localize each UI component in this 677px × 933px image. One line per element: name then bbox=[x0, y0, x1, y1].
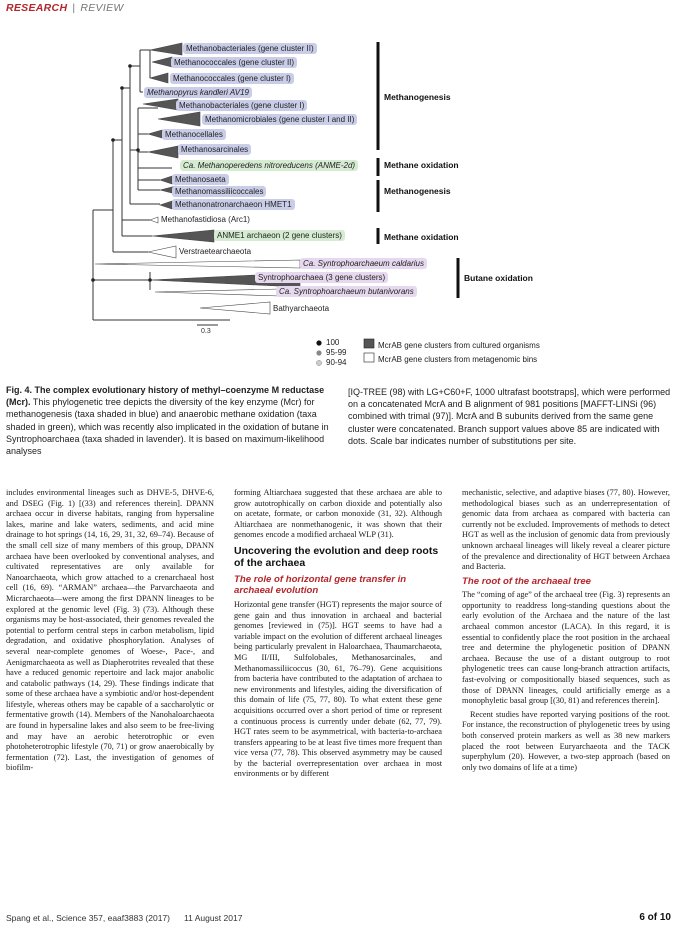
pathway-group-label: Butane oxidation bbox=[464, 273, 533, 283]
subsection-label: REVIEW bbox=[80, 2, 124, 14]
citation: Spang et al., Science 357, eaaf3883 (201… bbox=[6, 913, 170, 923]
taxon-label: Methanomicrobiales (gene cluster I and I… bbox=[202, 114, 358, 125]
taxon-label: Methanococcales (gene cluster II) bbox=[171, 57, 298, 68]
legend-cultured: McrAB gene clusters from cultured organi… bbox=[378, 341, 540, 350]
taxon-label: Ca. Syntrophoarchaeum butanivorans bbox=[276, 286, 417, 297]
figure-4: Methanobacteriales (gene cluster II) Meth… bbox=[0, 0, 677, 380]
column-3: mechanistic, selective, and adaptive bia… bbox=[462, 488, 670, 776]
clade-triangle bbox=[146, 129, 163, 139]
scale-label: 0.3 bbox=[201, 328, 211, 335]
taxon-label: Methanosaeta bbox=[172, 174, 229, 185]
clade-triangle bbox=[159, 175, 173, 185]
pathway-group-label: Methane oxidation bbox=[384, 232, 459, 242]
bootstrap-dot bbox=[128, 64, 132, 68]
clade-triangle bbox=[151, 229, 215, 243]
bootstrap-dot bbox=[120, 86, 124, 90]
taxon-label: Ca. Methanoperedens nitroreducens (ANME-… bbox=[180, 160, 359, 171]
clade-triangle bbox=[149, 42, 183, 56]
clade-triangle bbox=[148, 72, 169, 84]
paragraph: Horizontal gene transfer (HGT) represent… bbox=[234, 599, 442, 779]
bootstrap-legend-90: 90-94 bbox=[326, 358, 347, 367]
paragraph: The “coming of age” of the archaeal tree… bbox=[462, 590, 670, 706]
caption-right-text: [IQ-TREE (98) with LG+C60+F, 1000 ultraf… bbox=[348, 387, 671, 446]
column-2: forming Altiarchaea suggested that these… bbox=[234, 488, 442, 783]
section-label: RESEARCH bbox=[6, 2, 68, 14]
clade-triangle bbox=[157, 111, 201, 127]
caption-title: Fig. 4. The complex evolutionary history… bbox=[6, 385, 325, 408]
issue-date: 11 August 2017 bbox=[183, 913, 243, 923]
clade-triangle bbox=[149, 216, 159, 224]
taxon-label: Methanofastidiosa (Arc1) bbox=[161, 215, 250, 224]
bootstrap-90-dot bbox=[316, 360, 322, 366]
taxon-label: Methanobacteriales (gene cluster I) bbox=[176, 100, 308, 111]
taxon-label: ANME1 archaeon (2 gene clusters) bbox=[214, 230, 345, 241]
page-number: 6 of 10 bbox=[639, 912, 671, 923]
clade-triangle bbox=[147, 145, 179, 159]
page-footer: Spang et al., Science 357, eaaf3883 (201… bbox=[6, 912, 671, 923]
clade-triangle bbox=[151, 56, 173, 68]
running-header: RESEARCH | REVIEW bbox=[6, 2, 124, 14]
clade-triangle bbox=[199, 301, 271, 315]
pathway-group-label: Methanogenesis bbox=[384, 186, 451, 196]
legend-metagenomic: McrAB gene clusters from metagenomic bin… bbox=[378, 355, 538, 364]
bootstrap-95-dot bbox=[316, 350, 322, 356]
header-separator: | bbox=[72, 2, 76, 14]
pathway-group-label: Methane oxidation bbox=[384, 160, 459, 170]
bootstrap-100-dot bbox=[316, 340, 322, 346]
paragraph: Recent studies have reported varying pos… bbox=[462, 709, 670, 772]
bootstrap-dot bbox=[111, 138, 115, 142]
taxon-label: Methanobacteriales (gene cluster II) bbox=[183, 43, 317, 54]
taxon-label: Syntrophoarchaea (3 gene clusters) bbox=[255, 272, 389, 283]
bootstrap-dot bbox=[136, 148, 140, 152]
bootstrap-dot bbox=[148, 278, 152, 282]
paragraph: forming Altiarchaea suggested that these… bbox=[234, 488, 442, 540]
phylogenetic-tree bbox=[91, 42, 460, 366]
taxon-label: Methanococcales (gene cluster I) bbox=[170, 73, 294, 84]
caption-right: [IQ-TREE (98) with LG+C60+F, 1000 ultraf… bbox=[348, 386, 673, 447]
bootstrap-dot bbox=[91, 278, 95, 282]
taxon-label: Methanocellales bbox=[162, 129, 226, 140]
bootstrap-legend-100: 100 bbox=[326, 338, 340, 347]
paragraph: includes environmental lineages such as … bbox=[6, 488, 214, 773]
subsection-heading: The role of horizontal gene transfer in … bbox=[234, 573, 407, 597]
bootstrap-legend-95: 95-99 bbox=[326, 348, 347, 357]
taxon-label: Methanonatronarchaeon HMET1 bbox=[172, 199, 295, 210]
caption-left: Fig. 4. The complex evolutionary history… bbox=[6, 384, 331, 457]
clade-triangle bbox=[94, 259, 301, 269]
legend-swatch-cultured bbox=[363, 338, 375, 349]
taxon-label: Bathyarchaeota bbox=[273, 304, 330, 313]
section-heading: Uncovering the evolution and deep roots … bbox=[234, 544, 439, 570]
taxon-label: Ca. Syntrophoarchaeum caldarius bbox=[300, 258, 427, 269]
clade-triangle bbox=[159, 200, 173, 210]
taxon-label: Methanopyrus kandleri AV19 bbox=[144, 87, 252, 98]
subsection-heading: The root of the archaeal tree bbox=[462, 575, 592, 587]
clade-triangle bbox=[154, 288, 281, 297]
taxon-label: Methanomassiliicoccales bbox=[172, 186, 267, 197]
clade-triangle bbox=[147, 245, 177, 259]
pathway-group-label: Methanogenesis bbox=[384, 92, 451, 102]
caption-left-text: This phylogenetic tree depicts the diver… bbox=[6, 397, 329, 457]
taxon-label: Methanosarcinales bbox=[178, 144, 252, 155]
paragraph: mechanistic, selective, and adaptive bia… bbox=[462, 488, 670, 572]
taxon-label: Verstraetearchaeota bbox=[179, 247, 252, 256]
column-1: includes environmental lineages such as … bbox=[6, 488, 214, 777]
legend-swatch-metagenomic bbox=[363, 352, 375, 363]
